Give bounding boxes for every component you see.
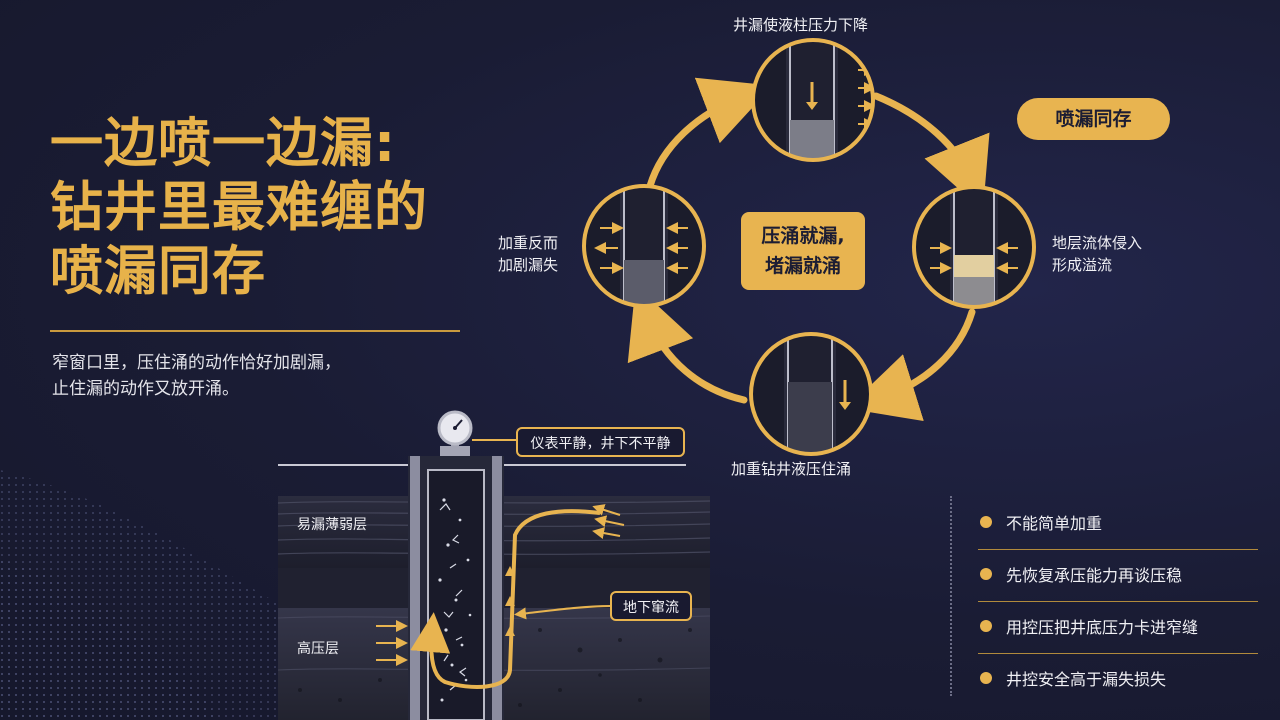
title-divider bbox=[50, 330, 460, 332]
subtitle-line-1: 窄窗口里，压住涌的动作恰好加剧漏， bbox=[52, 353, 341, 373]
dotted-wave-decoration-2 bbox=[0, 560, 220, 720]
cycle-arrow-bottom-left bbox=[627, 285, 748, 404]
cycle-arrow-left-top bbox=[646, 77, 773, 190]
bullet-dot-icon bbox=[980, 620, 992, 632]
subtitle-line-2: 止住漏的动作又放开涌。 bbox=[52, 379, 239, 399]
weak-layer-label: 易漏薄弱层 bbox=[297, 517, 367, 533]
cycle-label-left: 加重反而 加剧漏失 bbox=[498, 232, 558, 276]
crossflow-up-arrows bbox=[505, 566, 515, 636]
cycle-node-top bbox=[753, 40, 873, 160]
title-line-2: 钻井里最难缠的 bbox=[50, 177, 428, 238]
inflow-arrows bbox=[376, 620, 408, 666]
cycle-node-bottom-ring bbox=[749, 332, 873, 456]
cycle-node-left-ring bbox=[582, 184, 706, 308]
cycle-label-right: 地层流体侵入 形成溢流 bbox=[1052, 232, 1142, 276]
pressure-gauge-icon bbox=[437, 410, 473, 456]
list-item: 先恢复承压能力再谈压稳 bbox=[978, 550, 1258, 602]
topic-pill: 喷漏同存 bbox=[1017, 98, 1170, 140]
gauge-callout: 仪表平静，井下不平静 bbox=[516, 427, 685, 457]
cycle-label-bottom: 加重钻井液压住涌 bbox=[731, 460, 852, 478]
cycle-label-left-line-1: 加重反而 bbox=[498, 234, 559, 252]
bullet-dot-icon bbox=[980, 516, 992, 528]
list-item-text: 先恢复承压能力再谈压稳 bbox=[1006, 566, 1183, 585]
cycle-label-right-line-1: 地层流体侵入 bbox=[1052, 234, 1143, 252]
cycle-label-top: 井漏使液柱压力下降 bbox=[733, 16, 869, 34]
crossflow-callout: 地下窜流 bbox=[610, 591, 692, 621]
bullet-dot-icon bbox=[980, 568, 992, 580]
list-item-text: 用控压把井底压力卡进窄缝 bbox=[1006, 618, 1199, 637]
cycle-ring bbox=[627, 77, 990, 422]
cycle-label-left-line-2: 加剧漏失 bbox=[498, 256, 559, 274]
wellbore bbox=[408, 456, 504, 720]
page-title: 一边喷一边漏: 钻井里最难缠的 喷漏同存 bbox=[50, 112, 490, 304]
crossflow-path bbox=[410, 509, 601, 689]
cycle-center-line-1: 压涌就漏, bbox=[761, 225, 845, 247]
key-points-list: 不能简单加重 先恢复承压能力再谈压稳 用控压把井底压力卡进窄缝 井控安全高于漏失… bbox=[978, 498, 1258, 706]
cycle-label-right-line-2: 形成溢流 bbox=[1052, 256, 1113, 274]
list-item: 井控安全高于漏失损失 bbox=[978, 654, 1258, 706]
cycle-arrow-right-bottom bbox=[846, 308, 976, 422]
title-line-3: 喷漏同存 bbox=[50, 241, 266, 302]
cycle-node-right-ring bbox=[912, 185, 1036, 309]
cycle-center-line-2: 堵漏就涌 bbox=[764, 255, 841, 277]
list-item-text: 井控安全高于漏失损失 bbox=[1006, 670, 1167, 689]
cycle-arrow-top-right bbox=[872, 92, 990, 211]
list-item: 用控压把井底压力卡进窄缝 bbox=[978, 602, 1258, 654]
list-separator bbox=[950, 496, 952, 696]
cycle-node-left bbox=[584, 186, 704, 306]
cycle-center-box: 压涌就漏, 堵漏就涌 bbox=[741, 212, 865, 290]
flow-callout-pointer bbox=[514, 605, 611, 620]
high-pressure-layer-label: 高压层 bbox=[297, 641, 339, 657]
title-line-1: 一边喷一边漏: bbox=[50, 113, 397, 174]
cycle-node-bottom bbox=[751, 334, 871, 454]
cycle-node-top-ring bbox=[751, 38, 875, 162]
list-item: 不能简单加重 bbox=[978, 498, 1258, 550]
subtitle: 窄窗口里，压住涌的动作恰好加剧漏， 止住漏的动作又放开涌。 bbox=[52, 350, 472, 402]
cycle-node-right bbox=[914, 187, 1034, 307]
list-item-text: 不能简单加重 bbox=[1006, 514, 1103, 533]
bullet-dot-icon bbox=[980, 672, 992, 684]
loss-arrows bbox=[592, 504, 625, 539]
